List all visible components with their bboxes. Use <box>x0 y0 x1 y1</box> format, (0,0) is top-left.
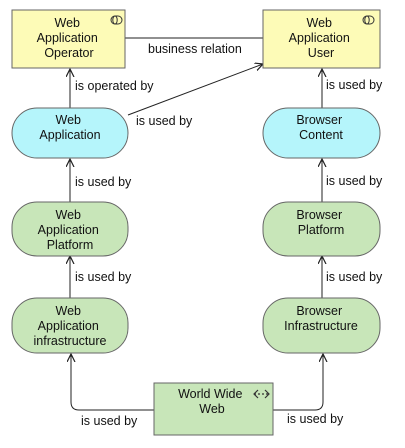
edge-label-content-used-by-user: is used by <box>326 78 383 92</box>
node-web-application-operator[interactable]: Web Application Operator <box>11 9 126 69</box>
node-label: Browser Infrastructure <box>284 304 358 333</box>
node-label-line: Web <box>199 402 225 416</box>
node-label-line: Infrastructure <box>284 319 358 333</box>
node-label-line: Platform <box>47 238 94 252</box>
node-web-application-infrastructure[interactable]: Web Application infrastructure <box>11 297 129 354</box>
edge-label-infra-used-by-platform: is used by <box>75 270 132 284</box>
node-browser-content[interactable]: Browser Content <box>262 107 381 159</box>
edge-label-www-used-by-browser-infra: is used by <box>287 412 344 426</box>
node-label: Web Application <box>39 113 100 142</box>
node-label-line: Application <box>37 31 98 45</box>
node-label-line: Application <box>38 223 99 237</box>
node-label-line: Browser <box>296 304 342 318</box>
node-label-line: Application <box>289 31 350 45</box>
edge-label-browser-infra-used-by-platform: is used by <box>326 270 383 284</box>
edge-label-webapp-used-by-user: is used by <box>136 114 193 128</box>
edge-webapp-used-by-user <box>127 64 263 116</box>
node-label-line: Browser <box>296 113 342 127</box>
node-label-line: Web <box>56 304 82 318</box>
node-label-line: infrastructure <box>34 334 107 348</box>
node-label-line: Web <box>55 16 81 30</box>
node-web-application[interactable]: Web Application <box>11 107 129 159</box>
node-label-line: World Wide <box>178 387 242 401</box>
node-label-line: Web <box>56 208 82 222</box>
business-role-icon <box>362 15 375 25</box>
edge-label-is-operated-by: is operated by <box>75 79 154 93</box>
network-icon <box>253 389 270 399</box>
edge-www-used-by-webapp-infra <box>71 354 154 411</box>
node-label-line: Operator <box>44 46 93 60</box>
node-label-line: Platform <box>298 223 345 237</box>
node-label-line: User <box>308 46 334 60</box>
node-label-line: Application <box>38 319 99 333</box>
node-label: Web Application Platform <box>38 208 103 252</box>
node-label: Browser Content <box>296 113 345 142</box>
node-label-line: Application <box>39 128 100 142</box>
node-label: Web Application infrastructure <box>34 304 107 348</box>
node-label-line: Browser <box>296 208 342 222</box>
edge-www-used-by-browser-infra <box>273 354 323 411</box>
node-label-line: Web <box>307 16 333 30</box>
edge-label-www-used-by-webapp-infra: is used by <box>81 414 138 428</box>
node-browser-infrastructure[interactable]: Browser Infrastructure <box>262 297 381 354</box>
node-web-application-platform[interactable]: Web Application Platform <box>11 201 129 257</box>
node-web-application-user[interactable]: Web Application User <box>262 9 381 69</box>
node-label-line: Web <box>56 113 82 127</box>
business-role-icon <box>110 15 123 25</box>
edge-label-business-relation: business relation <box>148 42 242 56</box>
node-label: Web Application Operator <box>37 16 102 60</box>
node-label-line: Content <box>299 128 343 142</box>
node-browser-platform[interactable]: Browser Platform <box>262 201 381 257</box>
edge-label-browser-platform-used-by-content: is used by <box>326 174 383 188</box>
edge-label-platform-used-by-webapp: is used by <box>75 175 132 189</box>
node-label: World Wide Web <box>178 387 246 416</box>
node-label: Web Application User <box>289 16 354 60</box>
node-world-wide-web[interactable]: World Wide Web <box>153 382 274 436</box>
node-label: Browser Platform <box>296 208 345 237</box>
